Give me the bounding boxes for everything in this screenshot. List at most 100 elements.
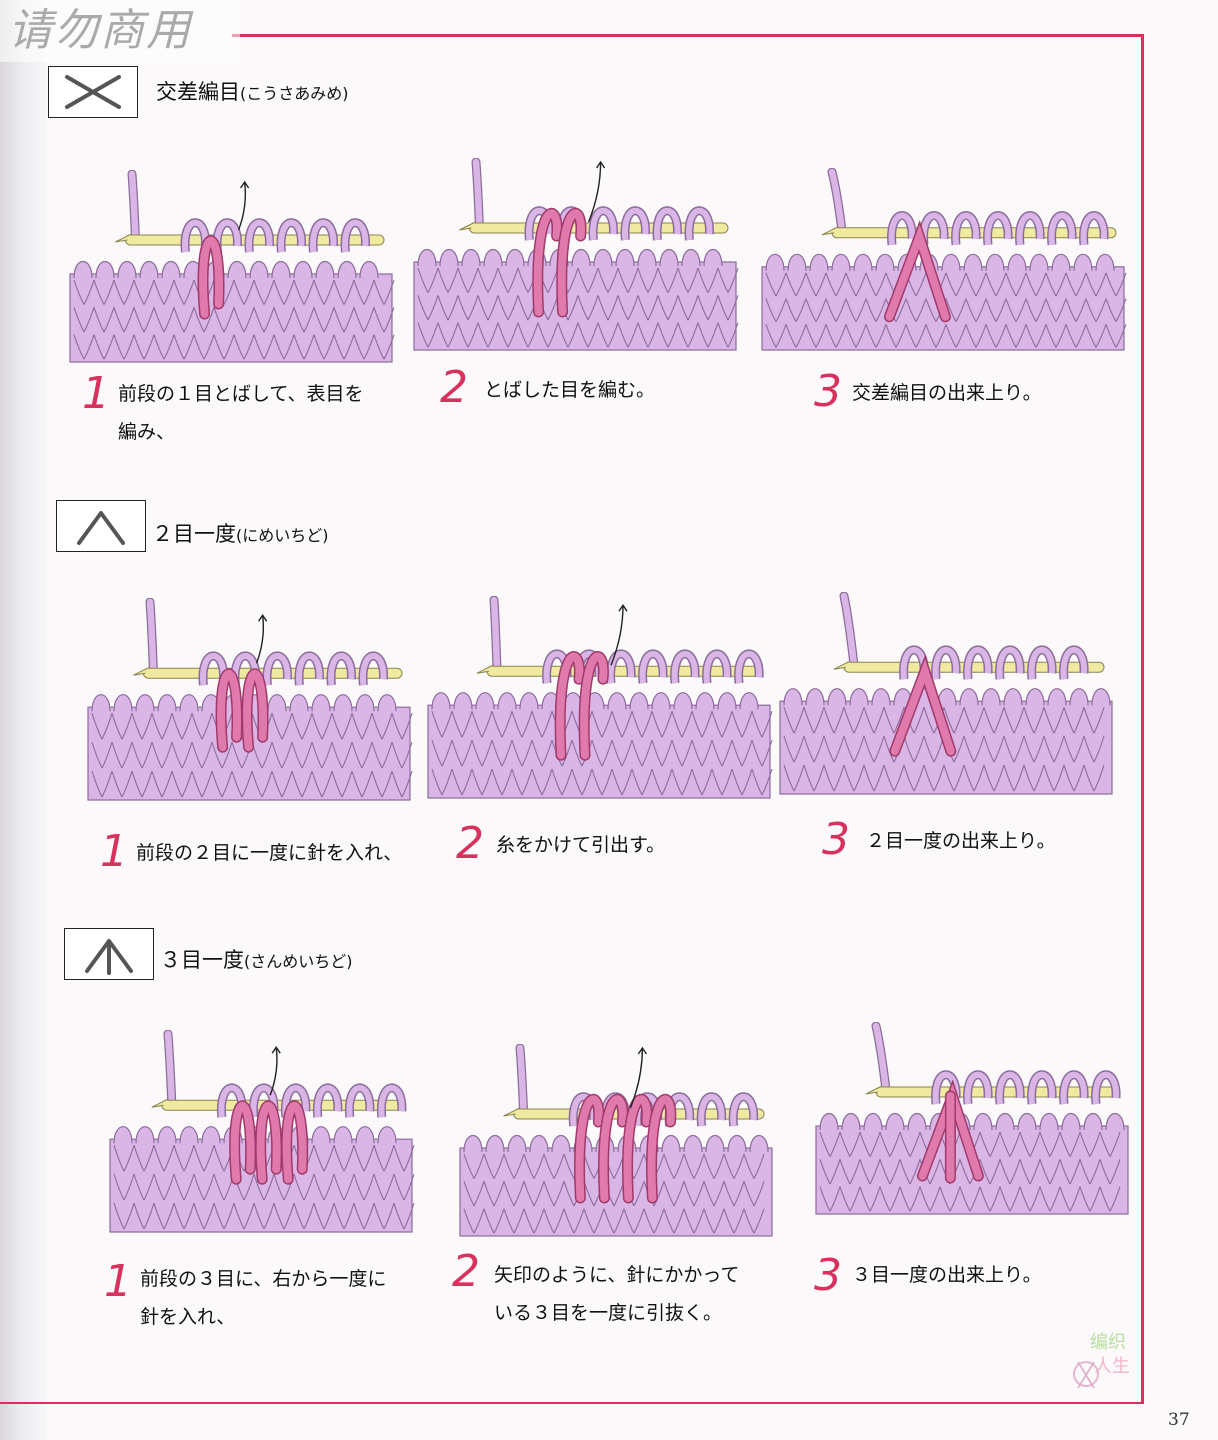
stitch-v bbox=[883, 707, 905, 734]
loop-on-hook-fill bbox=[346, 1084, 373, 1118]
stitch-v bbox=[331, 770, 353, 798]
stitch-v bbox=[999, 1186, 1021, 1212]
page-gutter-shadow bbox=[0, 0, 46, 1440]
stitch-v bbox=[371, 770, 393, 798]
stitch-v bbox=[985, 298, 1007, 322]
stitch-v bbox=[133, 279, 155, 305]
loop bbox=[727, 1134, 747, 1153]
stitch-v bbox=[393, 1202, 415, 1230]
loop bbox=[659, 248, 679, 267]
stitch-v bbox=[477, 322, 499, 348]
stitch-v bbox=[843, 764, 865, 792]
stitch-v bbox=[963, 707, 985, 734]
loop bbox=[439, 248, 459, 267]
loop bbox=[941, 253, 961, 271]
stitch-v bbox=[1063, 735, 1085, 763]
working-yarn-fill bbox=[872, 1022, 890, 1094]
k2tog-symbol-icon bbox=[56, 500, 146, 552]
stitch-v bbox=[191, 770, 213, 798]
stitch-v bbox=[253, 279, 275, 305]
stitch-v bbox=[451, 711, 473, 738]
stitch-v bbox=[879, 1186, 901, 1212]
stitch-v bbox=[1105, 324, 1127, 348]
highlighted-stitch bbox=[575, 1095, 603, 1202]
direction-arrow bbox=[255, 615, 265, 664]
stitch-v bbox=[657, 322, 679, 348]
stitch-v bbox=[353, 279, 375, 305]
stitch-v bbox=[463, 1181, 485, 1207]
stitch-v bbox=[765, 298, 787, 322]
stitch-v bbox=[191, 741, 213, 769]
stitch-v bbox=[511, 768, 533, 796]
stitch-v bbox=[353, 1145, 375, 1172]
stitch-v bbox=[503, 1153, 525, 1179]
loop bbox=[765, 253, 785, 271]
loop bbox=[249, 260, 269, 279]
stitch-v bbox=[113, 307, 135, 333]
hook-tip bbox=[503, 1107, 520, 1117]
stitch-v bbox=[1063, 764, 1085, 792]
svg-text:人生: 人生 bbox=[1094, 1356, 1130, 1377]
stitch-v bbox=[171, 741, 193, 769]
stitch-v bbox=[631, 739, 653, 767]
stitch-v bbox=[863, 764, 885, 792]
stitch-v bbox=[597, 267, 619, 293]
hook-tip bbox=[151, 1098, 169, 1108]
stitch-v bbox=[253, 307, 275, 333]
hook-tip bbox=[821, 226, 839, 236]
stitch-v bbox=[153, 1173, 175, 1201]
loop bbox=[1073, 253, 1093, 271]
stitch-v bbox=[717, 267, 739, 293]
stitch-v bbox=[273, 307, 295, 333]
stitch-v bbox=[683, 1181, 705, 1207]
stitch-v bbox=[511, 711, 533, 738]
stitch-v bbox=[1099, 1186, 1121, 1212]
stitch-v bbox=[173, 1173, 195, 1201]
stitch-v bbox=[1079, 1186, 1101, 1212]
stitch-v bbox=[131, 741, 153, 769]
stitch-v bbox=[663, 1181, 685, 1207]
stitch-v bbox=[153, 307, 175, 333]
stitch-v bbox=[845, 272, 867, 297]
loop bbox=[485, 1134, 505, 1153]
stitch-v bbox=[1059, 1186, 1081, 1212]
loop bbox=[311, 1126, 331, 1144]
stitch-v bbox=[523, 1208, 545, 1234]
stitch-v bbox=[193, 1173, 215, 1201]
stitch-v bbox=[1063, 707, 1085, 734]
stitch-v bbox=[523, 1181, 545, 1207]
stitch-v bbox=[945, 272, 967, 297]
direction-arrow bbox=[629, 1047, 644, 1109]
illustration-k2tog-step-1 bbox=[87, 598, 413, 801]
stitch-v bbox=[603, 1208, 625, 1234]
stitch-v bbox=[193, 334, 215, 360]
crochet-hook bbox=[486, 665, 763, 677]
stitch-v bbox=[293, 1202, 315, 1230]
step-text: とばした目を編む。 bbox=[484, 379, 656, 401]
stitch-v bbox=[291, 741, 313, 769]
site-logo: 编织 人生 bbox=[1070, 1322, 1136, 1398]
stitch-v bbox=[171, 713, 193, 740]
stitch-v bbox=[1059, 1131, 1081, 1157]
highlighted-stitch bbox=[217, 669, 242, 752]
loop bbox=[95, 260, 115, 279]
stitch-v bbox=[333, 334, 355, 360]
stitch-v bbox=[717, 322, 739, 348]
stitch-v bbox=[839, 1131, 861, 1157]
stitch-v bbox=[751, 739, 773, 767]
stitch-v bbox=[651, 739, 673, 767]
loop-on-hook-fill bbox=[964, 1071, 992, 1105]
stitch-v bbox=[93, 279, 115, 305]
stitch-v bbox=[333, 1145, 355, 1172]
stitch-v bbox=[213, 307, 235, 333]
stitch-v bbox=[825, 324, 847, 348]
stitch-v bbox=[373, 1145, 395, 1172]
stitch-v bbox=[437, 267, 459, 293]
stitch-v bbox=[843, 735, 865, 763]
stitch-v bbox=[113, 1202, 135, 1230]
stitch-v bbox=[477, 267, 499, 293]
stitch-v bbox=[905, 324, 927, 348]
loop bbox=[717, 692, 737, 710]
stitch-v bbox=[151, 713, 173, 740]
arrow-head bbox=[637, 1046, 647, 1055]
